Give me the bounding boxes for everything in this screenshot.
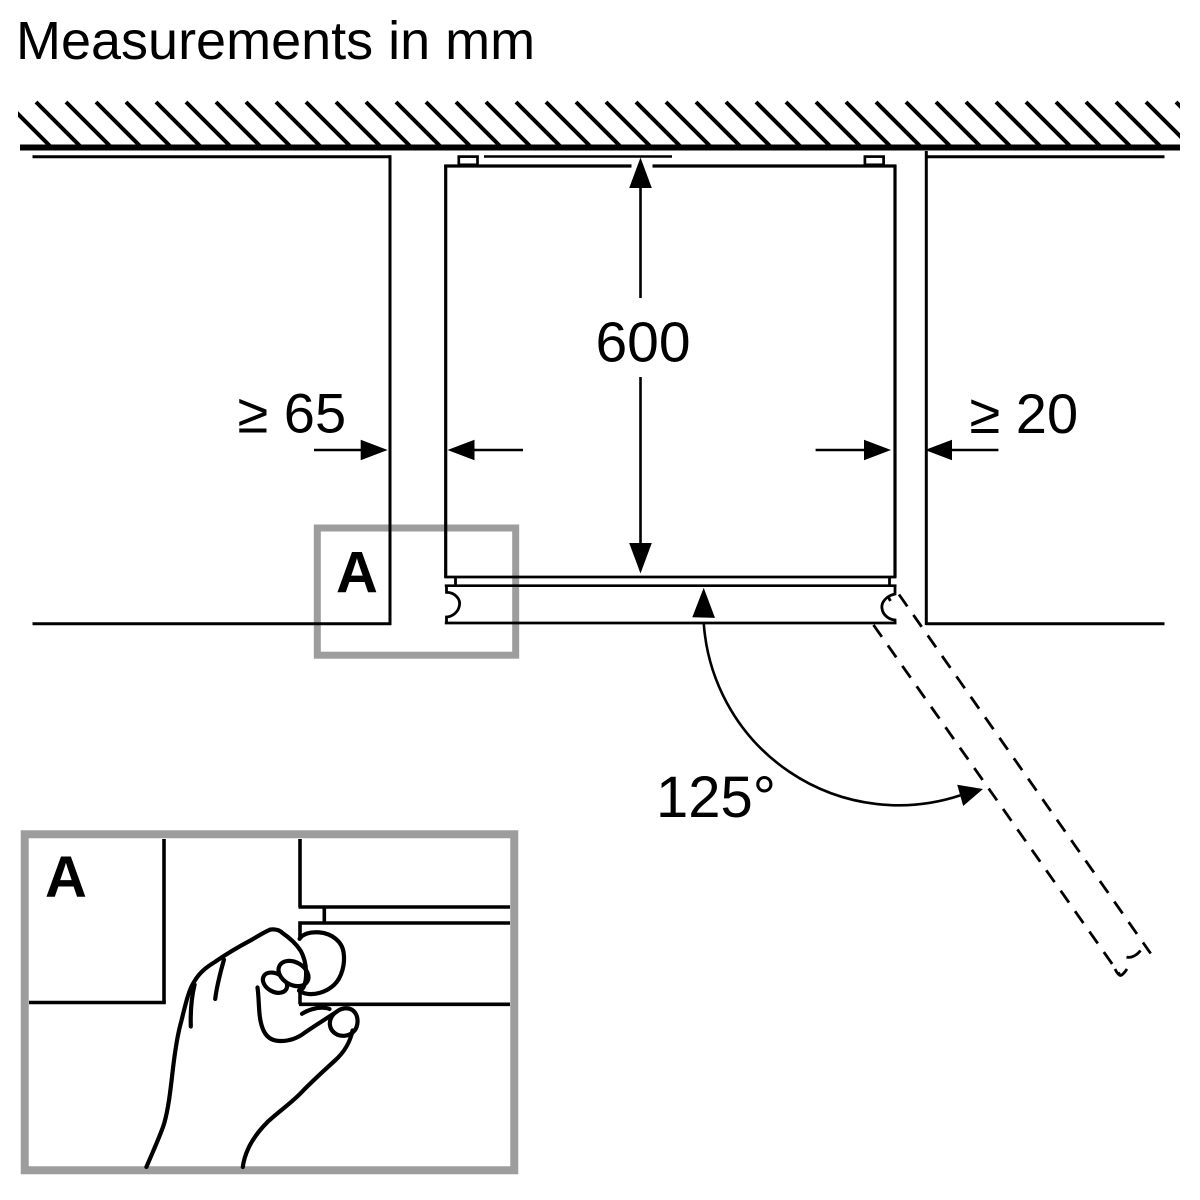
svg-text:≥ 20: ≥ 20 (970, 382, 1079, 445)
svg-text:600: 600 (595, 311, 690, 375)
svg-text:≥ 65: ≥ 65 (238, 382, 347, 445)
svg-text:125°: 125° (656, 765, 776, 830)
svg-text:A: A (336, 541, 378, 606)
svg-text:Measurements in mm: Measurements in mm (16, 11, 535, 71)
svg-text:A: A (45, 845, 87, 910)
